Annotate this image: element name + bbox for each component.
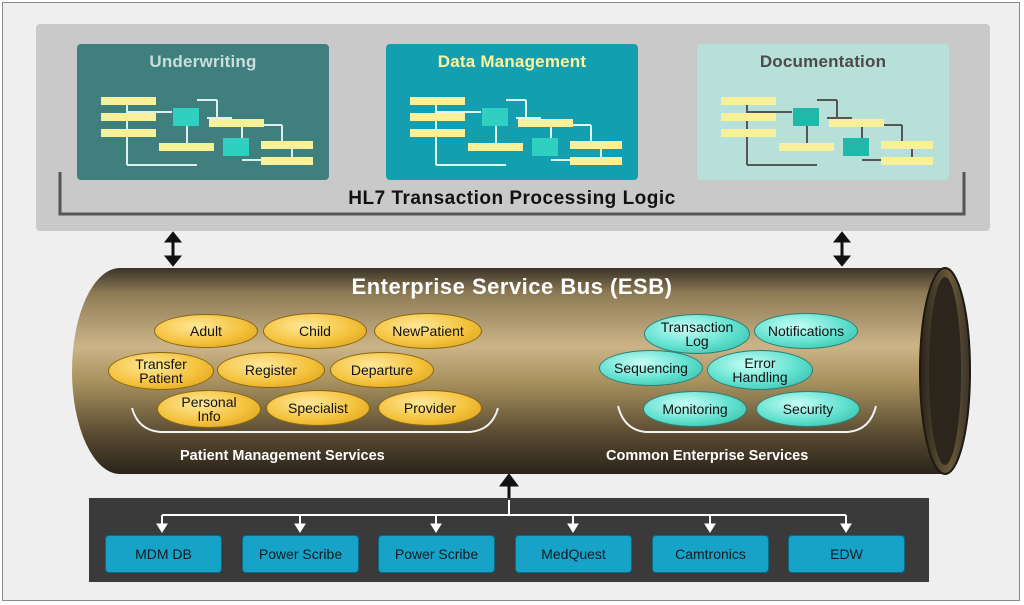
up-arrow [499,473,519,500]
hl7-label: HL7 Transaction Processing Logic [348,188,676,209]
service-child: Child [263,313,367,349]
patient-services-label: Patient Management Services [180,448,385,464]
service-personal-info: Personal Info [157,390,261,428]
service-provider: Provider [378,390,482,426]
source-edw: EDW [788,535,905,573]
source-power-scribe-2: Power Scribe [378,535,495,573]
workflow-graphic-1 [410,97,622,166]
source-power-scribe-1: Power Scribe [242,535,359,573]
service-transaction-log: Transaction Log [644,314,750,354]
service-adult: Adult [154,314,258,348]
service-error-handling: Error Handling [707,350,813,390]
service-notifications: Notifications [754,313,858,349]
service-register: Register [217,352,325,388]
left-double-arrow [163,231,183,267]
workflow-graphic-2 [721,97,933,166]
hl7-bracket [58,172,966,216]
service-departure: Departure [330,352,434,388]
service-new-patient: NewPatient [374,313,482,349]
source-medquest: MedQuest [515,535,632,573]
underwriting-title: Underwriting [149,52,257,71]
service-monitoring: Monitoring [643,391,747,427]
documentation-title: Documentation [759,52,887,71]
service-sequencing: Sequencing [599,350,703,386]
source-mdm-db: MDM DB [105,535,222,573]
workflow-graphic-0 [101,97,313,166]
data-management-title: Data Management [437,52,587,71]
service-transfer-patient: Transfer Patient [108,352,214,390]
right-double-arrow [832,231,852,267]
source-camtronics: Camtronics [652,535,769,573]
service-specialist: Specialist [266,390,370,426]
esb-title: Enterprise Service Bus (ESB) [351,274,673,299]
common-services-label: Common Enterprise Services [606,448,809,464]
service-security: Security [756,391,860,427]
